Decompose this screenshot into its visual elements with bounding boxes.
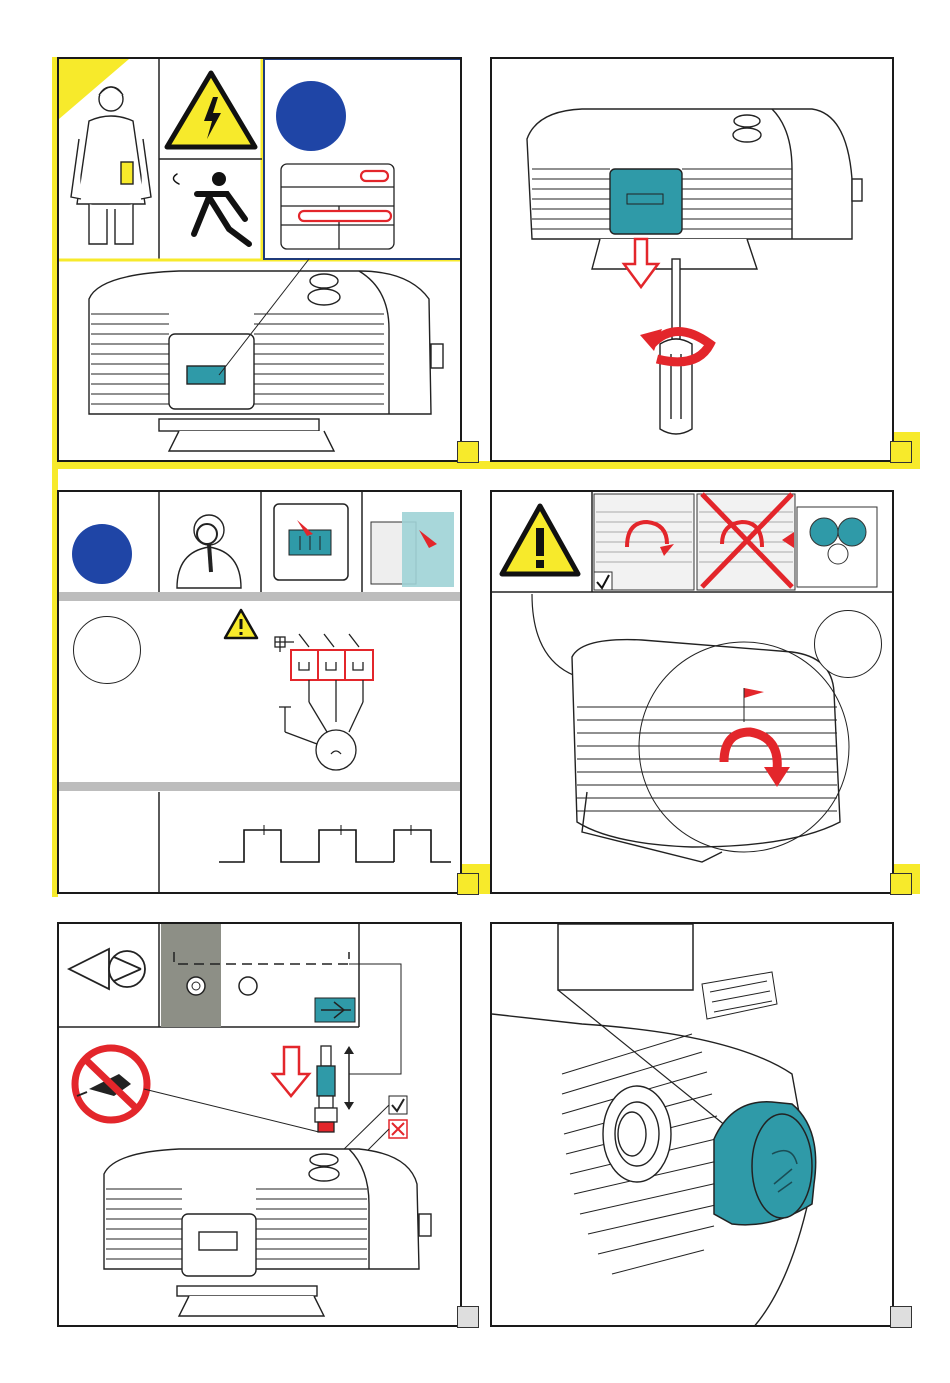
panel-wiring — [57, 490, 462, 894]
step-marker-5-badge — [457, 1306, 479, 1328]
pump-symbol-icon — [69, 949, 145, 989]
air-filter-cap-icon — [714, 1102, 816, 1225]
valve-fitting — [315, 1046, 337, 1132]
terminal-swap-icon — [782, 507, 877, 587]
check-valve-icon — [315, 998, 355, 1022]
caution-triangle-icon — [225, 610, 257, 638]
shaft-coupling — [603, 1086, 671, 1182]
terminal-box-cover — [610, 169, 682, 234]
vacuum-pump-top-view — [527, 109, 862, 269]
step-marker-1-badge — [457, 441, 479, 463]
vacuum-pump-drawing — [89, 271, 443, 451]
port-circle-2 — [239, 977, 257, 995]
panel-remove-cover — [490, 57, 894, 462]
label-box — [558, 924, 693, 990]
caution-triangle-icon — [502, 506, 578, 574]
high-voltage-warning-icon — [167, 73, 255, 147]
blue-info-circle-2 — [72, 524, 132, 584]
inspector-magnifier-icon — [177, 515, 241, 588]
blue-info-circle — [276, 81, 346, 151]
cycle-wave-diagram — [219, 825, 451, 862]
panel-safety-warning — [57, 57, 462, 462]
down-arrow-icon — [273, 1047, 309, 1096]
electrician-icon — [71, 87, 151, 244]
panel-suction-connection — [57, 922, 462, 1327]
step-marker-3-badge — [457, 873, 479, 895]
wiring-diagram — [275, 634, 373, 770]
terminal-box-photo-icon — [371, 512, 454, 587]
empty-circle-marker — [73, 616, 141, 684]
step-marker-6-badge — [890, 1306, 912, 1328]
panel-rotation-check — [490, 490, 894, 894]
step-marker-2-badge — [890, 441, 912, 463]
terminal-box-icon — [274, 504, 348, 580]
fan-correct-rotation-icon — [594, 494, 694, 590]
check-box-correct — [389, 1096, 407, 1114]
vacuum-pump-drawing — [104, 1149, 431, 1316]
no-oil-can-icon — [75, 1048, 147, 1120]
empty-circle-marker-2 — [814, 610, 882, 678]
panel-air-filter — [490, 922, 894, 1327]
electric-shock-icon — [173, 172, 249, 244]
vacuum-pump-fan-view — [572, 640, 840, 862]
screwdriver-icon — [660, 259, 692, 434]
port-circle-1 — [187, 977, 205, 995]
step-marker-4-badge — [890, 873, 912, 895]
nameplate-icon — [281, 164, 394, 249]
fan-wrong-rotation-icon — [697, 494, 795, 590]
yellow-band-row1 — [52, 461, 920, 469]
